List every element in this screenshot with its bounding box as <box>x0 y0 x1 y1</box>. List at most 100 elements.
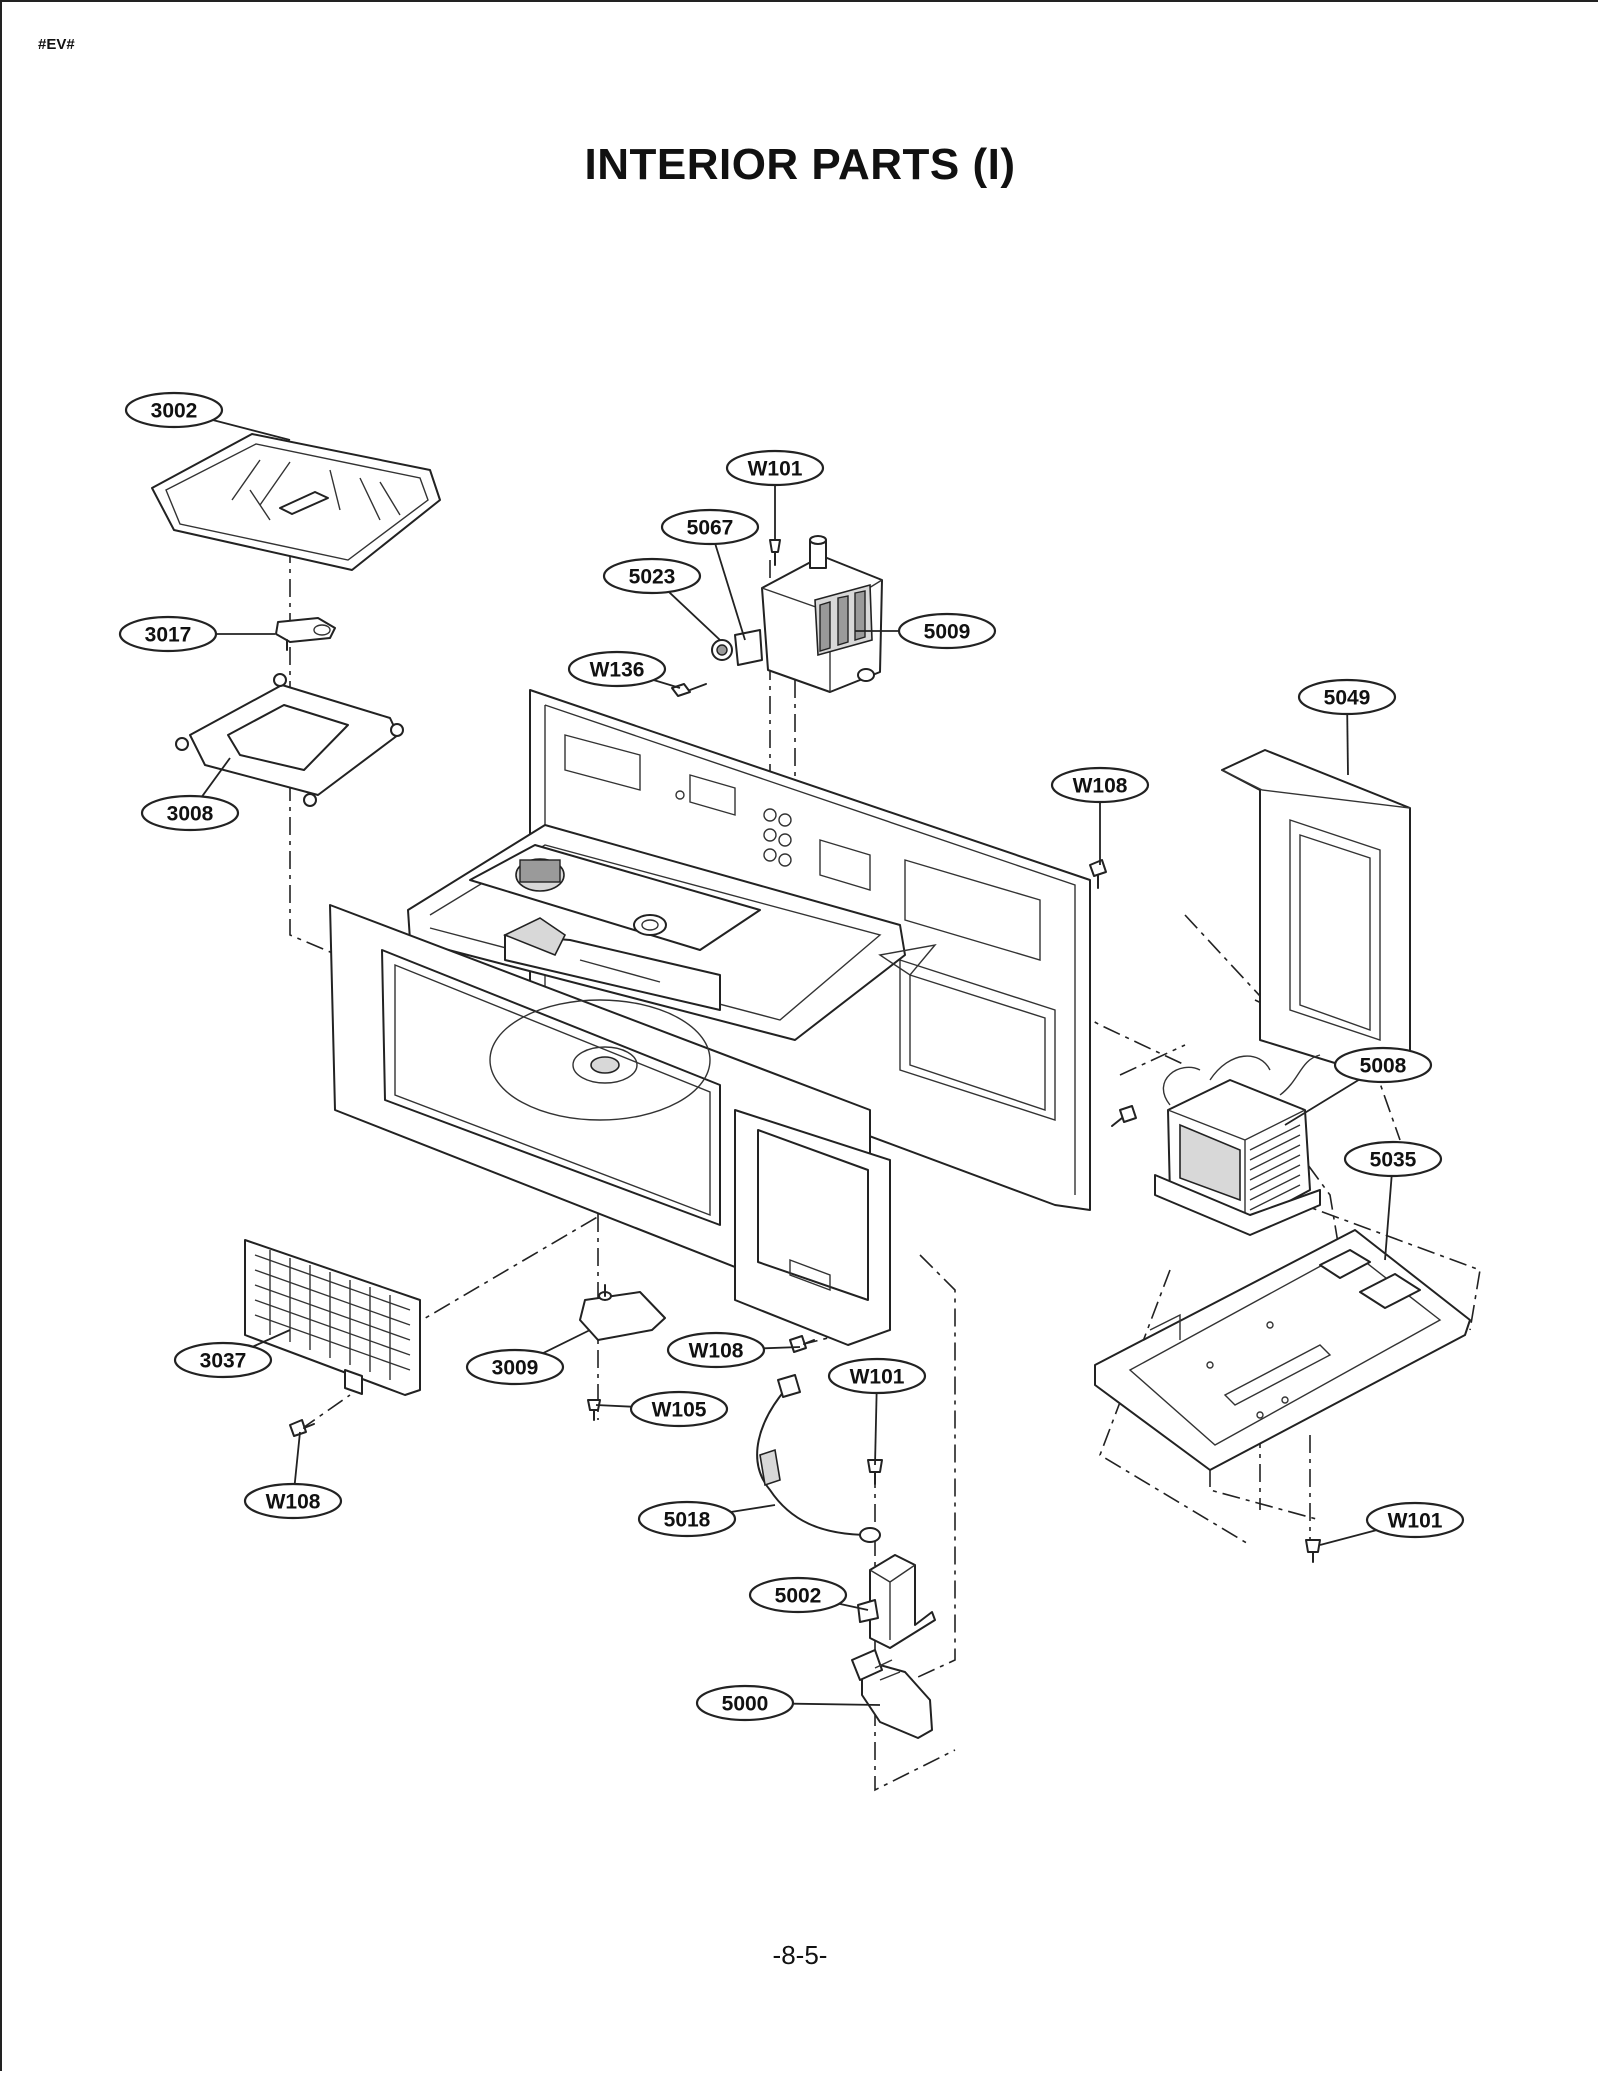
callout-bubble <box>140 794 240 832</box>
bracket-5002 <box>857 1554 936 1649</box>
leader-c-3037 <box>252 1329 291 1348</box>
callout-label: W108 <box>689 1340 744 1363</box>
callout-bubble <box>748 1576 848 1614</box>
callout-label: 3017 <box>145 624 192 647</box>
callout-label: W101 <box>748 458 803 481</box>
leader-c-5000 <box>792 1702 881 1706</box>
leader-c-3009 <box>542 1329 591 1354</box>
leader-c-w108-bl <box>763 1346 801 1350</box>
callout-w101: W101 <box>1365 1501 1465 1539</box>
callout-label: W136 <box>590 659 645 682</box>
callout-3008: 3008 <box>140 794 240 832</box>
callout-5008: 5008 <box>1333 1046 1433 1084</box>
callout-bubble <box>660 508 760 546</box>
callout-bubble <box>725 449 825 487</box>
callout-label: 5009 <box>924 621 971 644</box>
callout-bubble <box>897 612 997 650</box>
leader-c-5018 <box>730 1504 776 1513</box>
callout-label: 3037 <box>200 1350 247 1373</box>
callout-bubble <box>629 1390 729 1428</box>
stirrer-cover-3037 <box>244 1239 421 1396</box>
callout-3017: 3017 <box>118 615 218 653</box>
leader-c-w101-right <box>1319 1529 1377 1546</box>
cavity-assembly <box>329 689 1091 1346</box>
callout-3009: 3009 <box>465 1348 565 1386</box>
callout-label: 5000 <box>722 1693 769 1716</box>
callout-bubble <box>637 1500 737 1538</box>
magnetron-5009 <box>761 535 883 693</box>
header-tag: #EV# <box>38 36 75 53</box>
callout-3037: 3037 <box>173 1341 273 1379</box>
callout-bubble <box>124 391 224 429</box>
leader-c-5067 <box>714 543 746 641</box>
leader-c-w101-mid <box>874 1392 878 1466</box>
callout-label: 5008 <box>1360 1055 1407 1078</box>
callout-bubble <box>827 1357 927 1395</box>
callout-bubble <box>173 1341 273 1379</box>
callout-leaders <box>201 419 1393 1706</box>
leader-c-5002 <box>838 1602 869 1611</box>
callout-bubble <box>1050 766 1150 804</box>
callout-5000: 5000 <box>695 1684 795 1722</box>
callout-label: 5023 <box>629 566 676 589</box>
callout-w108: W108 <box>1050 766 1150 804</box>
callout-5018: 5018 <box>637 1500 737 1538</box>
callout-label: W108 <box>266 1491 321 1514</box>
callout-label: 5049 <box>1324 687 1371 710</box>
callout-bubble <box>118 615 218 653</box>
callout-5067: 5067 <box>660 508 760 546</box>
coupler-3017 <box>275 617 336 651</box>
callout-bubble <box>666 1331 766 1369</box>
callout-label: 5067 <box>687 517 734 540</box>
callout-5023: 5023 <box>602 557 702 595</box>
callout-5009: 5009 <box>897 612 997 650</box>
callout-label: W108 <box>1073 775 1128 798</box>
thermostat-5023 <box>711 629 763 666</box>
leader-c-w105 <box>595 1404 632 1408</box>
callout-label: 3002 <box>151 400 198 423</box>
transformer-5008 <box>1154 1054 1321 1236</box>
leader-c-3008 <box>201 757 231 798</box>
lamp-5000 <box>851 1649 933 1739</box>
leader-c-w108-bot <box>293 1431 301 1485</box>
base-plate-5035 <box>1094 1229 1471 1471</box>
callout-bubble <box>695 1684 795 1722</box>
callout-bubble <box>1333 1046 1433 1084</box>
leader-c-5049 <box>1346 713 1349 776</box>
callout-w101: W101 <box>725 449 825 487</box>
callout-5049: 5049 <box>1297 678 1397 716</box>
callout-label: 3009 <box>492 1357 539 1380</box>
callout-w101: W101 <box>827 1357 927 1395</box>
callout-w136: W136 <box>567 650 667 688</box>
callout-3002: 3002 <box>124 391 224 429</box>
callout-bubble <box>1297 678 1397 716</box>
leader-c-5008 <box>1284 1078 1360 1126</box>
callout-label: W101 <box>850 1366 905 1389</box>
leader-c-3002 <box>212 419 291 441</box>
leader-c-5023 <box>668 591 721 641</box>
callout-bubble <box>465 1348 565 1386</box>
callout-bubble <box>602 557 702 595</box>
screws-lower <box>289 859 1321 1563</box>
callout-w105: W105 <box>629 1390 729 1428</box>
callout-label: 5035 <box>1370 1149 1417 1172</box>
callout-label: 5002 <box>775 1585 822 1608</box>
roller-ring-3008 <box>175 673 404 807</box>
leader-c-5035 <box>1384 1175 1393 1261</box>
callout-bubble <box>567 650 667 688</box>
callout-w108: W108 <box>666 1331 766 1369</box>
callout-bubble <box>243 1482 343 1520</box>
stirrer-motor-3009 <box>579 1284 666 1341</box>
glass-tray-3002 <box>151 433 441 571</box>
callout-label: W105 <box>652 1399 707 1422</box>
wire-harness-5018 <box>756 1374 881 1543</box>
callout-label: 5018 <box>664 1509 711 1532</box>
page-title: INTERIOR PARTS (I) <box>584 140 1016 189</box>
callout-bubble <box>1365 1501 1465 1539</box>
page-number: -8-5- <box>772 1940 828 1970</box>
callout-5035: 5035 <box>1343 1140 1443 1178</box>
callout-label: W101 <box>1388 1510 1443 1533</box>
